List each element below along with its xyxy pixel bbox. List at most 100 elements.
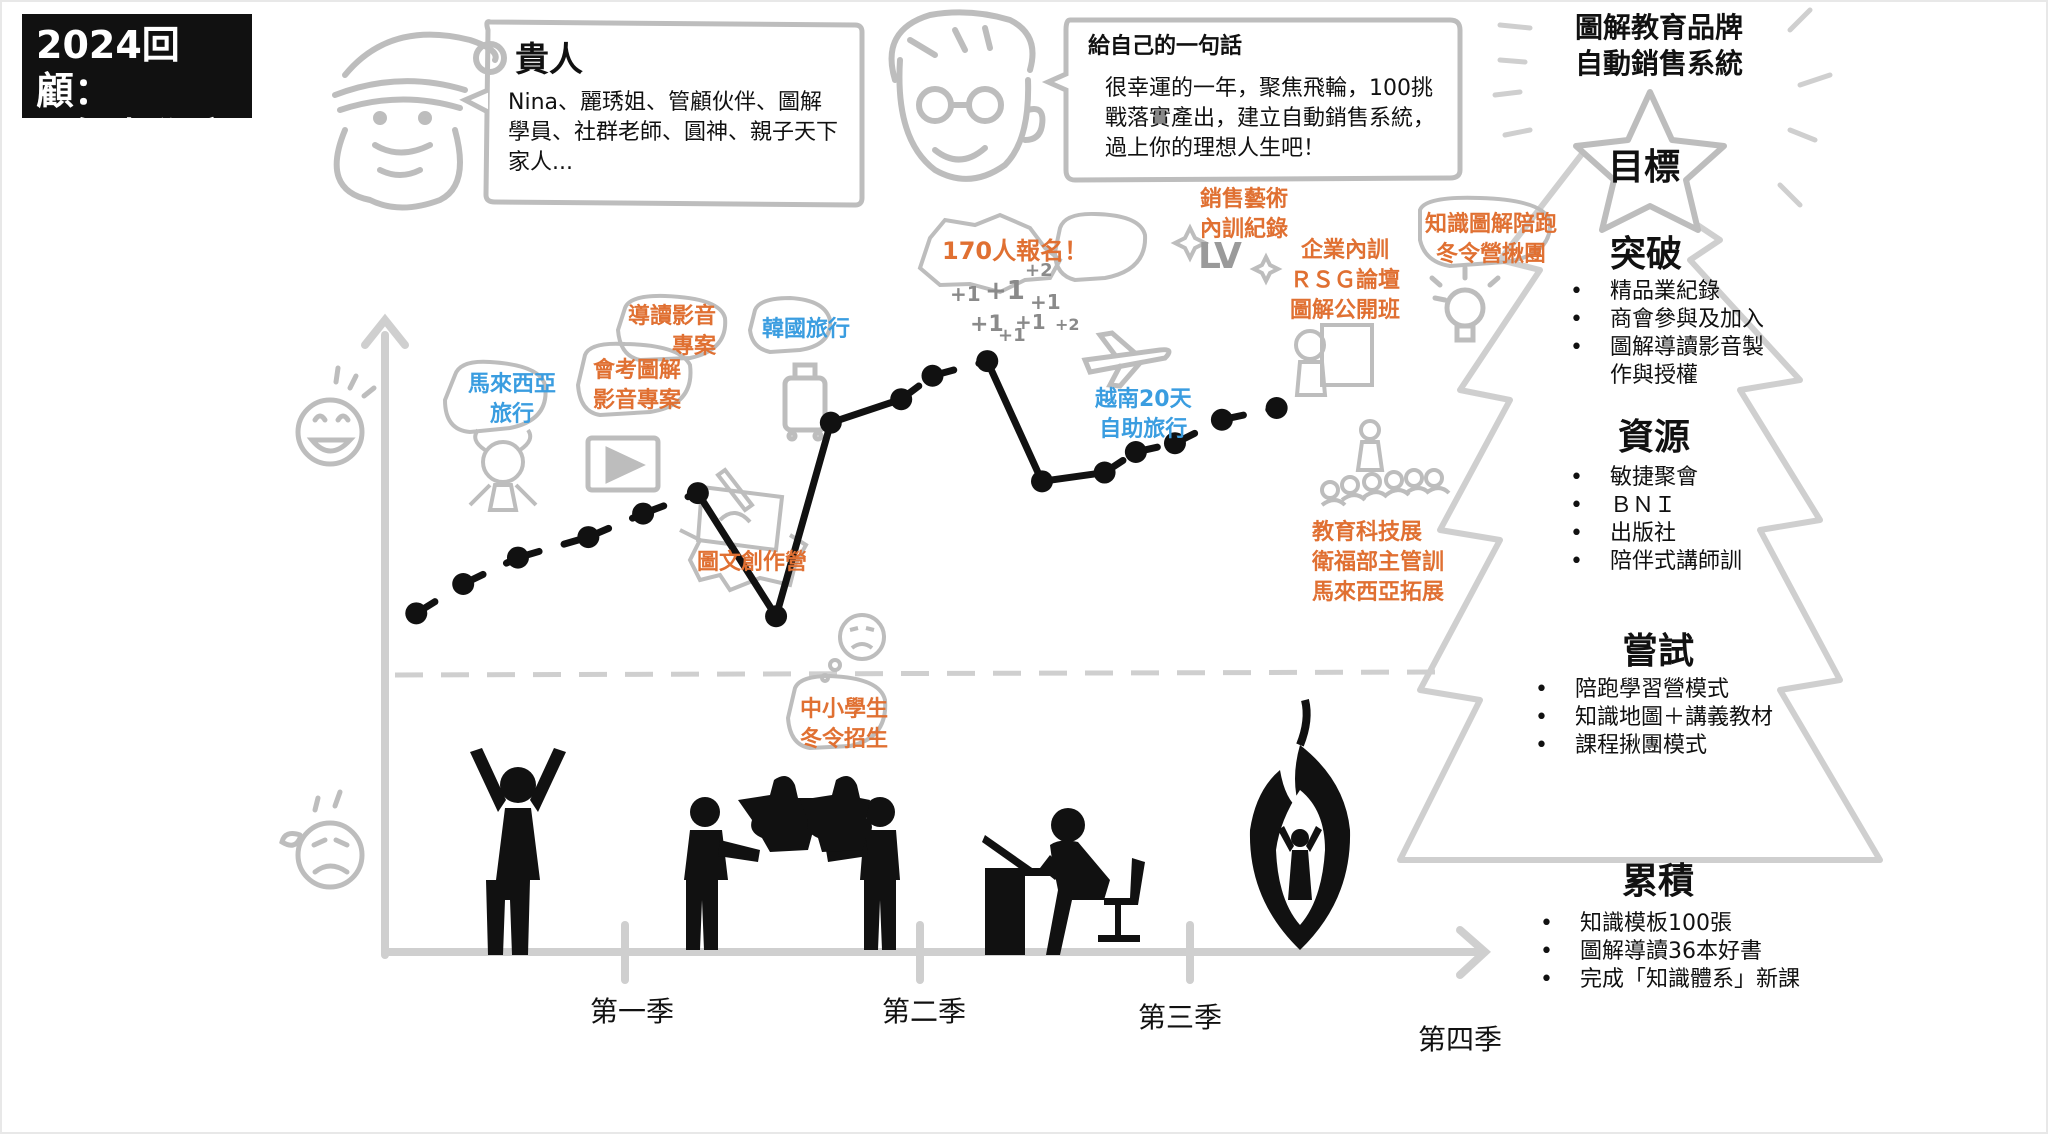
event-corporate-line-2: ＲＳＧ論壇 xyxy=(1290,268,1401,293)
tree-section-4-item-1: 知識模板100張 xyxy=(1540,910,1800,938)
lv-badge: LV xyxy=(1198,236,1242,277)
journey-point xyxy=(1124,441,1147,463)
burning-person-icon xyxy=(1249,699,1351,950)
journey-point xyxy=(819,411,842,434)
mentors-line-3: 家人... xyxy=(508,150,573,175)
journey-segment xyxy=(827,395,905,427)
event-corporate: 企業內訓 ＲＳＧ論壇 圖解公開班 xyxy=(1290,236,1400,326)
plus-mark-7: +1 xyxy=(1015,310,1046,334)
tree-section-list-4: 知識模板100張 圖解導讀36本好書 完成「知識體系」新課 xyxy=(1540,910,1800,994)
journey-point xyxy=(452,573,475,595)
event-sales-art: 銷售藝術 內訓紀錄 xyxy=(1200,185,1288,245)
tree-section-4-item-3: 完成「知識體系」新課 xyxy=(1540,966,1800,994)
tree-section-heading-4: 累積 xyxy=(1622,861,1695,902)
girl-icon xyxy=(468,428,538,512)
event-corporate-line-3: 圖解公開班 xyxy=(1290,298,1401,323)
title-line-2: 圖解力學院 xyxy=(36,115,227,159)
self-note-line-1: 很幸運的一年，聚焦飛輪，100挑 xyxy=(1105,76,1433,101)
journey-point xyxy=(632,502,655,525)
tree-section-3-item-2: 知識地圖＋講義教材 xyxy=(1535,704,1773,732)
self-portrait-icon xyxy=(888,9,1046,182)
event-edtech-line-2: 衛福部主管訓 xyxy=(1312,550,1445,575)
journey-point xyxy=(976,350,999,373)
celebrating-person-icon xyxy=(470,748,566,955)
event-knowledge-camp-line-1: 知識圖解陪跑 xyxy=(1425,212,1558,237)
tree-title-line-1: 圖解教育品牌 xyxy=(1575,11,1744,44)
event-sales-art-line-2: 內訓紀錄 xyxy=(1200,217,1289,242)
event-edtech: 教育科技展 衛福部主管訓 馬來西亞拓展 xyxy=(1312,518,1444,608)
event-malaysia-trip-line-1: 馬來西亞 xyxy=(468,372,557,397)
journey-segment xyxy=(514,533,592,562)
tree-section-list-3: 陪跑學習營模式 知識地圖＋講義教材 課程揪團模式 xyxy=(1535,676,1773,760)
event-korea-trip: 韓國旅行 xyxy=(762,317,851,342)
event-sales-art-line-1: 銷售藝術 xyxy=(1200,187,1289,212)
title-box: 2024回顧： 圖解力學院 xyxy=(22,14,252,159)
journey-point xyxy=(765,605,788,628)
event-malaysia-trip-line-2: 旅行 xyxy=(490,402,535,427)
journey-point xyxy=(405,602,428,625)
happy-face-icon xyxy=(295,365,377,467)
tree-section-1-item-3: 圖解導讀影音製 xyxy=(1570,334,1764,362)
quarter-label-4: 第四季 xyxy=(1418,1023,1503,1056)
lightbulb-icon xyxy=(1429,265,1501,343)
mentors-line-1: Nina、麗琇姐、管顧伙伴、圖解 xyxy=(508,90,822,115)
tree-section-heading-2: 資源 xyxy=(1618,417,1691,458)
worried-face-icon xyxy=(279,789,365,890)
event-reading-video: 導讀影音 專案 xyxy=(628,302,716,362)
event-signup: 170人報名！ xyxy=(942,237,1089,265)
journey-point xyxy=(1031,470,1053,493)
tree-section-3-item-1: 陪跑學習營模式 xyxy=(1535,676,1773,704)
plus-mark-1: +2 xyxy=(1025,260,1053,281)
tree-section-1-item-4: 作與授權 xyxy=(1610,363,1699,388)
tree-section-2-item-2: ＢＮＩ xyxy=(1570,492,1742,520)
plus-mark-8: +1 xyxy=(998,325,1026,346)
tree-section-list-2: 敏捷聚會 ＢＮＩ 出版社 陪伴式講師訓 xyxy=(1570,464,1742,576)
tree-section-heading-1: 突破 xyxy=(1610,234,1683,275)
tree-title: 圖解教育品牌 自動銷售系統 xyxy=(1575,10,1743,82)
santa-icon xyxy=(332,31,507,211)
speech-bubbles xyxy=(442,195,1553,751)
badge-sparkle-icon xyxy=(1170,223,1283,286)
mentors-heading: 貴人 xyxy=(515,40,583,80)
video-play-icon xyxy=(585,435,661,493)
journey-point xyxy=(921,364,944,387)
quarter-label-1: 第一季 xyxy=(590,995,675,1028)
tree-section-list-1: 精品業紀錄 商會參與及加入 圖解導讀影音製 作與授權 xyxy=(1570,278,1764,390)
presenter-icon xyxy=(1294,323,1374,397)
tree-goal-label: 目標 xyxy=(1608,147,1681,188)
journey-point xyxy=(890,388,913,411)
tree-title-line-2: 自動銷售系統 xyxy=(1575,47,1744,80)
event-vietnam-trip: 越南20天 自助旅行 xyxy=(1095,385,1192,445)
plus-mark-2: +1 xyxy=(950,282,981,306)
event-knowledge-camp: 知識圖解陪跑 冬令營揪團 xyxy=(1425,210,1557,270)
journey-segment xyxy=(772,419,835,620)
christmas-tree-icon xyxy=(1397,147,1883,863)
quarter-label-2: 第二季 xyxy=(882,995,967,1028)
event-edtech-line-3: 馬來西亞拓展 xyxy=(1312,580,1445,605)
event-malaysia-trip: 馬來西亞 旅行 xyxy=(468,370,556,430)
event-vietnam-trip-line-2: 自助旅行 xyxy=(1099,417,1188,442)
mentors-line-2: 學員、社群老師、圓神、親子天下 xyxy=(508,120,839,145)
mentors-text: Nina、麗琇姐、管顧伙伴、圖解 學員、社群老師、圓神、親子天下 家人... xyxy=(508,88,838,178)
tree-section-2-item-3: 出版社 xyxy=(1570,520,1742,548)
audience-icon xyxy=(1320,419,1451,507)
plus-mark-6: +2 xyxy=(1055,315,1080,334)
journey-point xyxy=(1093,461,1116,484)
plus-mark-5: +1 xyxy=(970,312,1004,337)
self-note-line-3: 過上你的理想人生吧！ xyxy=(1105,136,1326,161)
journey-point xyxy=(1210,408,1233,431)
airplane-icon xyxy=(1081,330,1172,389)
event-winter-camp-kids-line-2: 冬令招生 xyxy=(800,727,889,752)
tree-section-3-item-3: 課程揪團模式 xyxy=(1535,732,1773,760)
self-note-line-2: 戰落實產出，建立自動銷售系統， xyxy=(1105,106,1436,131)
tree-section-4-item-2: 圖解導讀36本好書 xyxy=(1540,938,1800,966)
event-exam-video-line-2: 影音專案 xyxy=(593,388,682,413)
journey-point xyxy=(686,482,709,505)
tree-section-2-item-1: 敏捷聚會 xyxy=(1570,464,1742,492)
event-reading-video-line-2: 專案 xyxy=(672,334,717,359)
tree-section-1-item-2: 商會參與及加入 xyxy=(1570,306,1764,334)
event-knowledge-camp-line-2: 冬令營揪團 xyxy=(1436,242,1547,267)
puzzle-team-icon xyxy=(684,776,900,950)
